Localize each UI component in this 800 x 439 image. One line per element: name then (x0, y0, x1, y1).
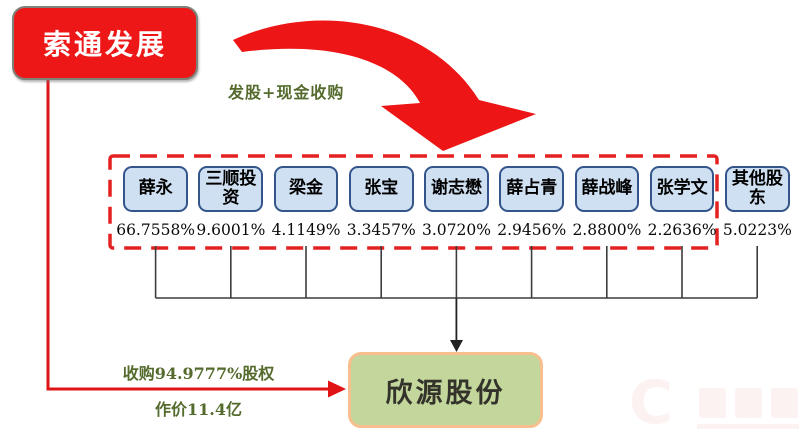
shareholder-cell: 薛永 66.7558% (116, 158, 196, 258)
shareholder-cell: 三顺投资 9.6001% (193, 158, 268, 258)
shareholder-box: 梁金 (273, 166, 339, 212)
shareholder-percent: 9.6001% (196, 221, 266, 239)
shareholder-percent: 3.0720% (422, 221, 491, 239)
watermark-logo-icon: C (629, 368, 674, 438)
dashed-group-border (108, 154, 719, 250)
shareholder-cell: 薛占青 2.9456% (494, 158, 569, 258)
target-name: 欣源股份 (385, 377, 506, 409)
shareholder-box: 薛永 (123, 166, 188, 212)
shareholders-row: 薛永 66.7558% 三顺投资 9.6001% 梁金 4.1149% 张宝 3… (116, 158, 795, 258)
shareholder-cell: 张学文 2.2636% (645, 158, 720, 258)
shareholder-cell: 其他股东 5.0223% (720, 158, 795, 258)
shareholder-percent: 66.7558% (116, 221, 196, 239)
watermark-underline (697, 424, 799, 429)
arrow-label: 发股+现金收购 (228, 83, 345, 102)
shareholder-cell: 张宝 3.3457% (344, 158, 419, 258)
acquirer-box: 索通发展 (12, 6, 198, 80)
deal-equity-label: 收购94.9777%股权 (122, 364, 275, 383)
shareholder-percent: 3.3457% (346, 221, 416, 239)
shareholder-percent: 2.9456% (497, 221, 567, 239)
watermark: C (623, 368, 800, 438)
shareholder-percent: 5.0223% (722, 221, 792, 239)
acquirer-name: 索通发展 (42, 28, 167, 61)
deal-price-label: 作价11.4亿 (155, 400, 242, 419)
center-arrow (450, 298, 463, 352)
shareholder-box: 薛战峰 (574, 166, 640, 212)
shareholder-percent: 2.2636% (647, 221, 717, 239)
shareholder-cell: 薛战峰 2.8800% (569, 158, 644, 258)
shareholder-cell: 谢志懋 3.0720% (419, 158, 494, 258)
shareholder-box: 张宝 (348, 166, 414, 212)
watermark-glyph-block (771, 388, 798, 418)
shareholder-cell: 梁金 4.1149% (268, 158, 343, 258)
swoosh-arrow-icon (233, 20, 536, 152)
shareholder-box: 张学文 (649, 166, 715, 212)
watermark-glyph-block (699, 388, 726, 418)
shareholder-box: 薛占青 (499, 166, 565, 212)
acquisition-arrow (46, 80, 346, 398)
shareholder-box: 三顺投资 (198, 166, 264, 212)
shareholder-percent: 4.1149% (271, 221, 341, 239)
shareholder-box: 其他股东 (725, 166, 790, 212)
shareholder-box: 谢志懋 (424, 166, 489, 212)
target-box: 欣源股份 (348, 352, 543, 428)
watermark-glyph-block (735, 388, 762, 418)
shareholder-percent: 2.8800% (572, 221, 642, 239)
